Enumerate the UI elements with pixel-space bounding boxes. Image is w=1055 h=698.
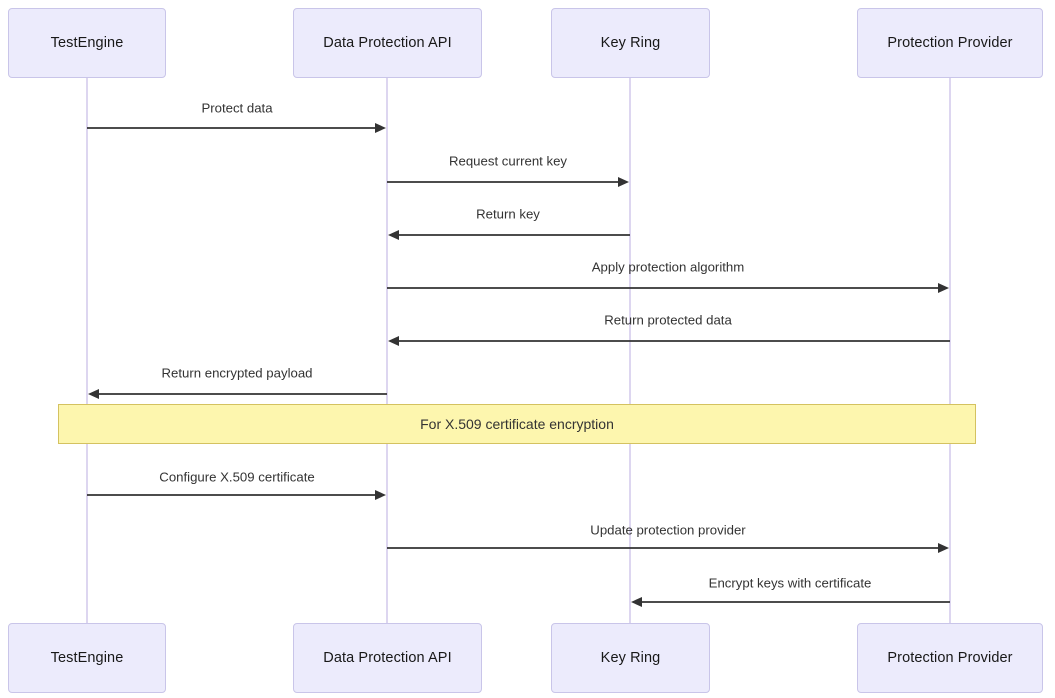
- lifeline-group: [86, 78, 951, 623]
- message-label-encrypt-keys-with-certificate: Encrypt keys with certificate: [708, 575, 872, 591]
- message-arrowhead-4: [388, 336, 399, 346]
- participant-box-bottom-testengine[interactable]: TestEngine: [8, 623, 166, 693]
- participant-box-bottom-dataprotectionapi[interactable]: Data Protection API: [293, 623, 482, 693]
- message-label-protect-data: Protect data: [201, 100, 273, 116]
- message-label-request-current-key: Request current key: [448, 153, 568, 169]
- participant-label-testengine: TestEngine: [50, 34, 124, 51]
- participant-box-bottom-protectionprovider[interactable]: Protection Provider: [857, 623, 1043, 693]
- message-arrowhead-3: [938, 283, 949, 293]
- participant-label-dataprotectionapi: Data Protection API: [323, 34, 452, 51]
- message-arrowhead-6: [375, 490, 386, 500]
- message-arrowhead-1: [618, 177, 629, 187]
- participant-box-bottom-keyring[interactable]: Key Ring: [551, 623, 710, 693]
- participant-box-top-dataprotectionapi[interactable]: Data Protection API: [293, 8, 482, 78]
- participant-label-bottom-testengine: TestEngine: [50, 649, 124, 666]
- message-label-return-key: Return key: [476, 206, 540, 222]
- message-arrowhead-7: [938, 543, 949, 553]
- message-label-configure-x509-certificate: Configure X.509 certificate: [159, 469, 315, 485]
- participant-label-bottom-keyring: Key Ring: [600, 649, 661, 666]
- message-label-return-encrypted-payload: Return encrypted payload: [161, 365, 313, 381]
- participant-box-top-protectionprovider[interactable]: Protection Provider: [857, 8, 1043, 78]
- message-label-apply-protection-algorithm: Apply protection algorithm: [591, 259, 745, 275]
- participant-label-protectionprovider: Protection Provider: [887, 34, 1013, 51]
- message-arrowhead-2: [388, 230, 399, 240]
- participant-box-top-testengine[interactable]: TestEngine: [8, 8, 166, 78]
- note-label: For X.509 certificate encryption: [420, 416, 614, 432]
- message-arrow-group: [87, 123, 950, 607]
- message-label-return-protected-data: Return protected data: [604, 312, 732, 328]
- participant-label-bottom-protectionprovider: Protection Provider: [887, 649, 1013, 666]
- participant-label-bottom-dataprotectionapi: Data Protection API: [323, 649, 452, 666]
- message-arrowhead-0: [375, 123, 386, 133]
- message-label-update-protection-provider: Update protection provider: [590, 522, 746, 538]
- participant-label-keyring: Key Ring: [600, 34, 661, 51]
- message-arrowhead-8: [631, 597, 642, 607]
- message-arrowhead-5: [88, 389, 99, 399]
- participant-box-top-keyring[interactable]: Key Ring: [551, 8, 710, 78]
- note-x509-certificate-encryption: For X.509 certificate encryption: [58, 404, 976, 444]
